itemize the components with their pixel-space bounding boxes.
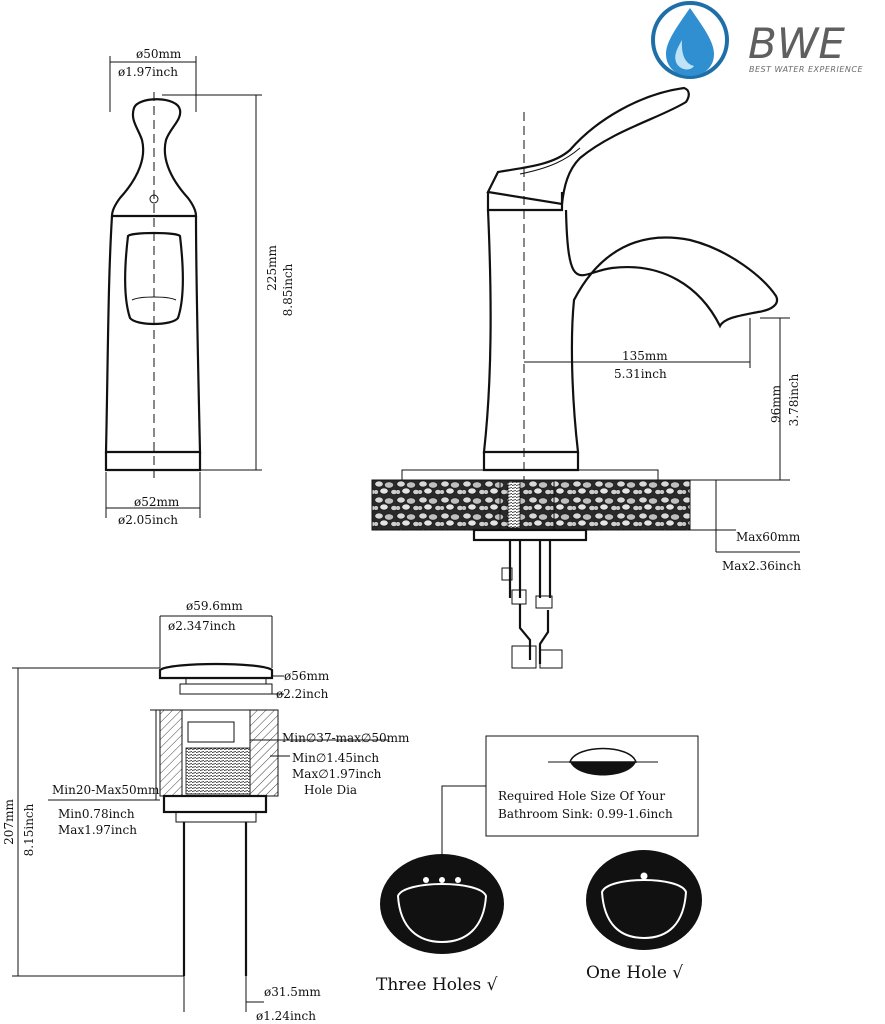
drain-cap-in: ø2.347inch: [168, 619, 236, 633]
drain-flange-in: ø2.2inch: [276, 687, 329, 701]
water-drop-icon: [651, 1, 729, 79]
front-base-in: ø2.05inch: [118, 513, 178, 527]
sink-hole-info: Required Hole Size Of Your Bathroom Sink…: [376, 735, 702, 995]
side-deck-max-in: Max2.36inch: [722, 559, 801, 573]
front-top-in: ø1.97inch: [118, 65, 178, 79]
drain-thickness-min-in: Min0.78inch: [58, 807, 135, 821]
drain-thickness-mm: Min20-Max50mm: [52, 783, 160, 797]
side-height-in: 3.78inch: [787, 373, 801, 426]
one-hole-sink-icon: [586, 850, 702, 950]
drain-hole-range-mm: Min∅37-max∅50mm: [282, 731, 410, 745]
drain-cap-mm: ø59.6mm: [186, 599, 243, 613]
drain-hole-min-in: Min∅1.45inch: [292, 751, 379, 765]
drain-thickness-max-in: Max1.97inch: [58, 823, 137, 837]
front-base-mm: ø52mm: [134, 495, 180, 509]
brand-logo: BWE BEST WATER EXPERIENCE: [651, 1, 863, 79]
drain-tail-in: ø1.24inch: [256, 1009, 316, 1023]
faucet-side-view: 135mm 5.31inch 96mm 3.78inch Max60mm Max…: [371, 86, 801, 669]
three-holes-label: Three Holes √: [376, 975, 498, 995]
hole-size-line1: Required Hole Size Of Your: [498, 789, 665, 803]
drain-assembly: ø59.6mm ø2.347inch ø56mm ø2.2inch ø31.5m…: [2, 599, 410, 1023]
one-hole-label: One Hole √: [586, 963, 683, 983]
drain-total-in: 8.15inch: [22, 803, 36, 856]
drain-flange-mm: ø56mm: [284, 669, 330, 683]
side-reach-in: 5.31inch: [614, 367, 667, 381]
side-deck-max-mm: Max60mm: [736, 530, 801, 544]
side-height-mm: 96mm: [769, 384, 783, 423]
front-height-in: 8.85inch: [281, 263, 295, 316]
brand-tagline: BEST WATER EXPERIENCE: [749, 65, 863, 74]
front-top-mm: ø50mm: [136, 47, 182, 61]
faucet-front-view: ø50mm ø1.97inch 225mm 8.85inch ø52mm ø2.…: [104, 47, 295, 527]
drain-total-mm: 207mm: [2, 799, 16, 845]
three-hole-sink-icon: [380, 854, 504, 954]
hole-size-line2: Bathroom Sink: 0.99-1.6inch: [498, 807, 673, 821]
drain-tail-mm: ø31.5mm: [264, 985, 321, 999]
brand-name: BWE: [748, 19, 845, 68]
drain-hole-label: Hole Dia: [304, 783, 357, 797]
drain-hole-max-in: Max∅1.97inch: [292, 767, 382, 781]
countertop-section: [371, 479, 691, 531]
side-reach-mm: 135mm: [622, 349, 668, 363]
front-height-mm: 225mm: [265, 245, 279, 291]
